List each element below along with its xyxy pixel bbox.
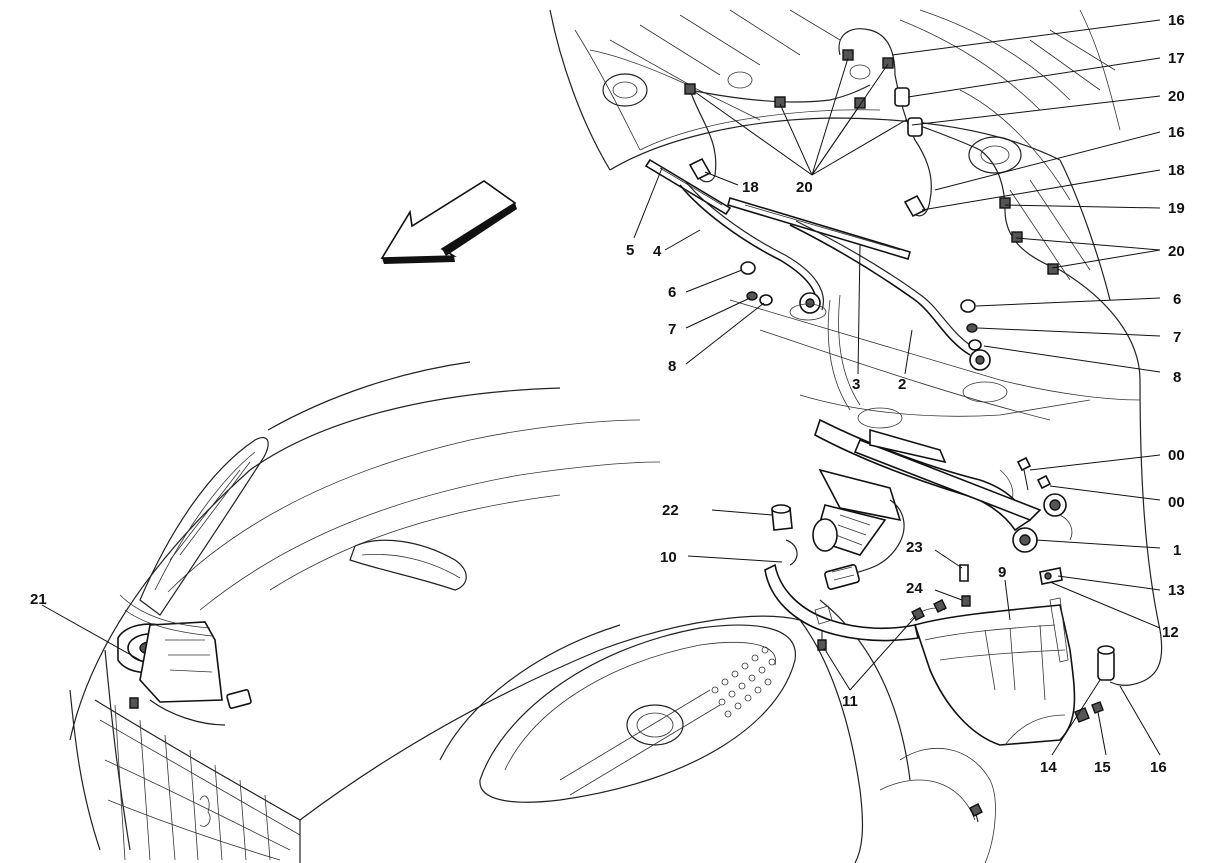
callout-3: 3 xyxy=(852,376,860,393)
callout-6: 6 xyxy=(668,284,676,301)
callout-18: 18 xyxy=(742,179,759,196)
callout-15: 15 xyxy=(1094,759,1111,776)
callout-14: 14 xyxy=(1040,759,1057,776)
hood-washer-hoses xyxy=(684,28,1163,686)
callout-23: 23 xyxy=(906,539,923,556)
wiper-motor xyxy=(812,468,905,590)
callout-7: 7 xyxy=(1173,329,1181,346)
callout-00: 00 xyxy=(1168,447,1185,464)
wiper-linkage xyxy=(729,294,1141,553)
washer-reservoir xyxy=(913,567,1115,746)
callout-16: 16 xyxy=(1168,12,1185,29)
callout-11: 11 xyxy=(842,693,858,710)
callout-9: 9 xyxy=(998,564,1006,581)
car-body-outline xyxy=(69,361,996,863)
callout-20: 20 xyxy=(1168,243,1185,260)
callout-5: 5 xyxy=(626,242,634,259)
callout-22: 22 xyxy=(662,502,679,519)
callout-16: 16 xyxy=(1150,759,1167,776)
callout-8: 8 xyxy=(668,358,676,375)
callout-labels: 16 17 20 16 18 19 20 20 18 5 4 6 7 8 3 2… xyxy=(30,12,1185,776)
callout-16: 16 xyxy=(1168,124,1185,141)
horn-assembly xyxy=(117,594,252,726)
callout-24: 24 xyxy=(906,580,923,597)
callout-00: 00 xyxy=(1168,494,1185,511)
callout-8: 8 xyxy=(1173,369,1181,386)
callout-18: 18 xyxy=(1168,162,1185,179)
callout-2: 2 xyxy=(898,376,906,393)
filler-hose xyxy=(764,504,971,651)
leader-lines xyxy=(41,19,1161,756)
callout-20: 20 xyxy=(1168,88,1185,105)
callout-4: 4 xyxy=(653,243,662,260)
callout-12: 12 xyxy=(1162,624,1179,641)
callout-21: 21 xyxy=(30,591,47,608)
callout-7: 7 xyxy=(668,321,676,338)
callout-20: 20 xyxy=(796,179,813,196)
direction-arrow xyxy=(380,180,517,264)
callout-10: 10 xyxy=(660,549,677,566)
wiper-blades-arms xyxy=(644,158,991,371)
callout-13: 13 xyxy=(1168,582,1185,599)
callout-17: 17 xyxy=(1168,50,1185,67)
callout-19: 19 xyxy=(1168,200,1185,217)
callout-1: 1 xyxy=(1173,542,1181,559)
callout-6: 6 xyxy=(1173,291,1181,308)
